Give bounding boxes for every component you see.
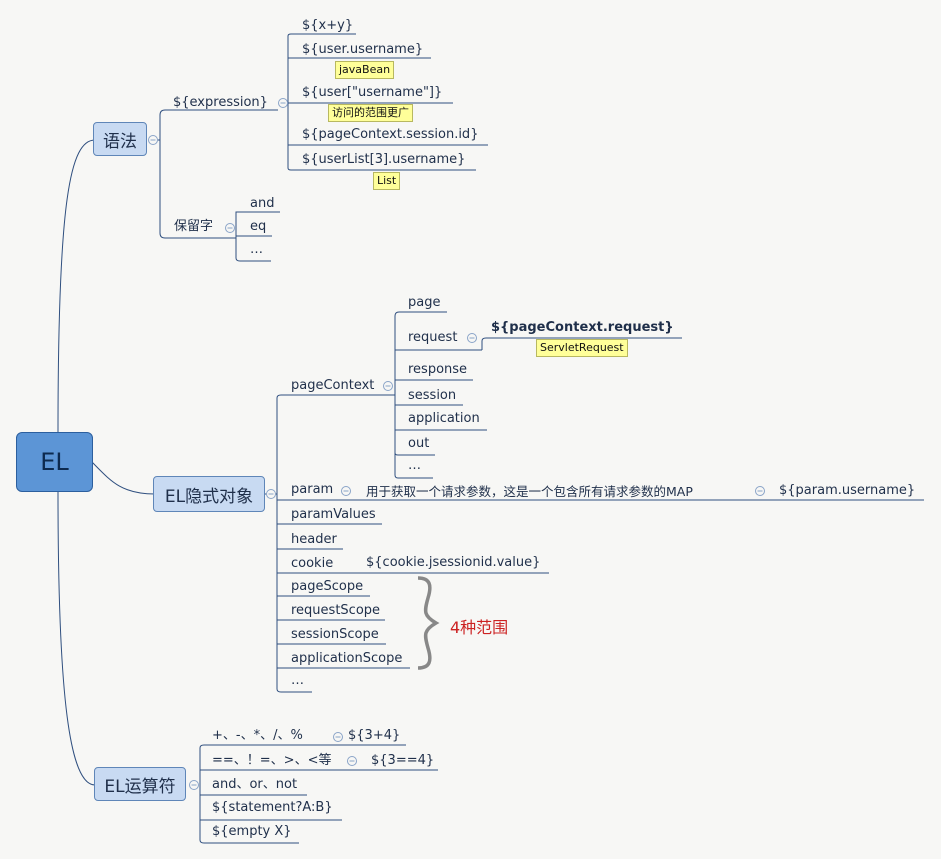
op-logic[interactable]: and、or、not (212, 777, 298, 792)
op-rel[interactable]: ==、！=、>、<等 (212, 753, 332, 768)
scope-item[interactable]: requestScope (291, 603, 381, 618)
header-node[interactable]: header (291, 532, 337, 547)
request-expr[interactable]: ${pageContext.request} (491, 320, 674, 335)
expression-node[interactable]: ${expression} (173, 95, 268, 110)
pc-item[interactable]: response (408, 362, 468, 377)
expr-item[interactable]: ${userList[3].username} (302, 152, 466, 167)
param-desc[interactable]: 用于获取一个请求参数，这是一个包含所有请求参数的MAP (366, 484, 693, 499)
reserved-item[interactable]: and (250, 196, 275, 211)
note-servletrequest: ServletRequest (536, 339, 628, 357)
operators-label: EL运算符 (104, 776, 176, 797)
scope-item[interactable]: applicationScope (291, 651, 403, 666)
paramvalues-node[interactable]: paramValues (291, 507, 376, 522)
op-rel-example[interactable]: ${3==4} (371, 753, 435, 768)
pc-item[interactable]: out (408, 436, 430, 451)
implicit-ellipsis[interactable]: … (291, 673, 304, 688)
pc-item[interactable]: session (408, 388, 457, 403)
pagecontext-node[interactable]: pageContext (291, 378, 375, 393)
note-javabean: javaBean (335, 61, 395, 79)
reserved-item[interactable]: … (250, 242, 263, 257)
pc-item[interactable]: … (408, 458, 421, 473)
reserved-node[interactable]: 保留字 (174, 219, 214, 234)
param-expr[interactable]: ${param.username} (779, 483, 916, 498)
expr-item[interactable]: ${x+y} (302, 18, 354, 33)
root-label: EL (40, 448, 69, 476)
note-list: List (373, 172, 401, 190)
syntax-node[interactable]: 语法 (93, 122, 147, 156)
op-arith-example[interactable]: ${3+4} (348, 728, 401, 743)
expr-item[interactable]: ${user["username"]} (302, 85, 443, 100)
scope-item[interactable]: pageScope (291, 579, 364, 594)
operators-node[interactable]: EL运算符 (94, 767, 186, 801)
pc-item[interactable]: application (408, 411, 480, 426)
pc-item[interactable]: page (408, 295, 441, 310)
root-node[interactable]: EL (16, 432, 93, 492)
op-empty[interactable]: ${empty X} (212, 824, 292, 839)
syntax-label: 语法 (103, 131, 137, 152)
scope-count-label: 4种范围 (450, 618, 509, 637)
expr-item[interactable]: ${user.username} (302, 42, 424, 57)
implicit-node[interactable]: EL隐式对象 (153, 476, 265, 512)
op-arith[interactable]: +、-、*、/、% (212, 728, 303, 743)
implicit-label: EL隐式对象 (164, 486, 254, 507)
cookie-node[interactable]: cookie (291, 556, 334, 571)
op-ternary[interactable]: ${statement?A:B} (212, 800, 333, 815)
reserved-item[interactable]: eq (250, 219, 267, 234)
pc-item[interactable]: request (408, 330, 458, 345)
note-scope: 访问的范围更广 (328, 104, 413, 122)
scope-item[interactable]: sessionScope (291, 627, 379, 642)
param-node[interactable]: param (291, 482, 334, 497)
cookie-expr[interactable]: ${cookie.jsessionid.value} (366, 555, 541, 570)
expr-item[interactable]: ${pageContext.session.id} (302, 127, 479, 142)
